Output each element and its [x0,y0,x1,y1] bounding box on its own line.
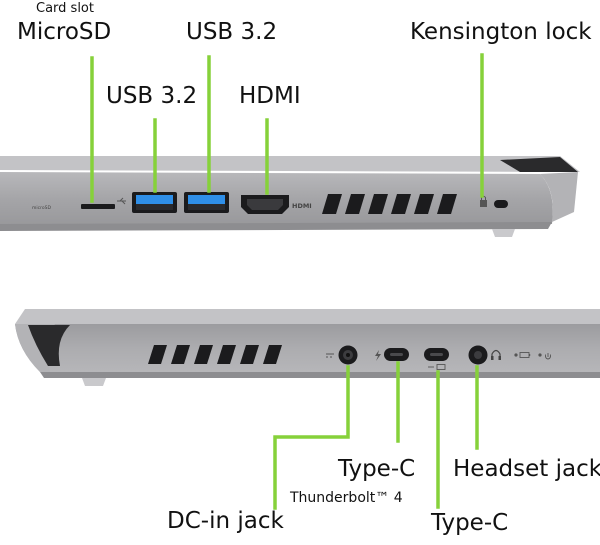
headset-icon [491,349,501,360]
power-led-icon [538,353,552,360]
laptop-left-side: microSD HDMI [0,156,580,237]
leader-lines [90,53,484,510]
hinge-shadow-left [28,325,70,366]
usb-c-port-thunderbolt[interactable] [384,348,409,361]
rubber-foot-bottom [82,378,106,386]
usb-c-icon [428,364,446,370]
type-c-thunderbolt-label: Type-C [338,456,416,482]
headset-label: Headset jack [453,456,600,482]
usb-a-port-left[interactable] [132,192,177,213]
microsd-slot[interactable] [81,204,115,209]
dc-icon [326,353,334,358]
chassis-bottom [15,324,600,372]
chassis-lip [0,222,552,231]
rubber-foot [492,229,515,237]
type-c-label: Type-C [431,510,509,536]
vent-grille-right [148,345,282,364]
vent-grille-left [322,194,457,214]
wedge-right [540,172,578,222]
lid-edge [0,156,580,172]
thunderbolt-label: Thunderbolt™ 4 [290,490,403,506]
usb-left-label: USB 3.2 [106,83,198,109]
lid-hinge-shadow [500,157,578,172]
headset-port[interactable] [468,345,488,365]
hdmi-label: HDMI [239,83,301,109]
kensington-lock-slot[interactable] [494,200,508,208]
lid-edge-bottom [15,309,600,324]
hdmi-logo: HDMI [292,202,312,210]
usb-a-port-right[interactable] [184,192,229,213]
usb-icon [117,197,126,205]
usb-right-label: USB 3.2 [186,19,278,45]
laptop-right-side [15,309,600,386]
card-slot-label: Card slot [36,1,94,16]
dc-in-port[interactable] [338,345,358,365]
kensington-label: Kensington lock [410,19,592,45]
usb-c-port[interactable] [424,348,449,361]
microsd-label: MicroSD [17,19,112,45]
thunderbolt-icon [375,350,381,361]
chassis-lip-bottom [40,372,600,378]
microsd-icon: microSD [32,205,51,211]
dc-in-label: DC-in jack [167,508,284,534]
leader-dc-in [273,365,350,510]
battery-led-icon [514,352,531,358]
